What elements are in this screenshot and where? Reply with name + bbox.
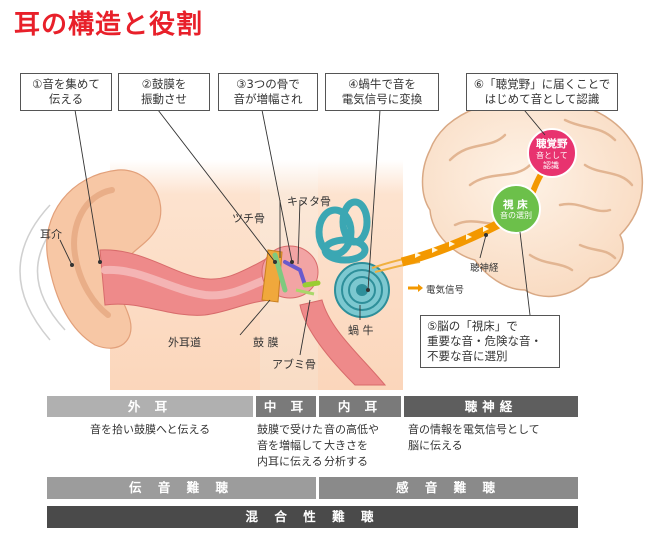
section-desc-inner-ear: 音の高低や 大きさを 分析する [324,423,379,468]
bar-sensorineural-hearing-loss: 感 音 難 聴 [319,477,578,499]
semicircular-canals [315,198,371,264]
leader-lines [59,104,546,356]
section-desc-outer-ear: 音を拾い鼓膜へと伝える [90,423,211,436]
thalamus-circle [491,184,541,234]
auditory-cortex-sub1: 音として [536,151,568,160]
callout-amplify-bones: ③3つの骨で 音が増幅され [218,73,318,111]
label-malleus: ツチ骨 [232,212,265,225]
section-desc-auditory-nerve: 音の情報を電気信号として 脳に伝える [408,423,540,452]
label-auditory-nerve: 聴神経 [470,263,499,274]
callout-collect-sound: ①音を集めて 伝える [20,73,112,111]
bar-mixed-hearing-loss: 混 合 性 難 聴 [47,506,578,528]
label-cochlea: 蝸 牛 [348,324,374,337]
stapes-shape [302,280,321,288]
label-incus: キヌタ骨 [287,195,331,208]
section-header-middle-ear: 中 耳 [256,396,316,417]
incus-shape [283,260,307,287]
label-auricle: 耳介 [40,228,62,241]
callout-vibrate-eardrum: ②鼓膜を 振動させ [118,73,210,111]
cochlea-shape [334,262,390,318]
section-header-inner-ear: 内 耳 [319,396,401,417]
thalamus-title: 視 床 [503,199,528,211]
label-electric-signal: 電気信号 [426,285,465,296]
page-title: 耳の構造と役割 [14,10,204,40]
auditory-cortex-sub2: 認識 [543,161,559,170]
eustachian-tube-shape [299,299,387,386]
auditory-cortex-circle [527,128,577,178]
section-header-auditory-nerve: 聴神経 [404,396,578,417]
label-eardrum: 鼓 膜 [253,336,279,349]
callout-auditory-cortex: ⑥「聴覚野」に届くことで はじめて音として認識 [466,73,618,111]
bar-conductive-hearing-loss: 伝 音 難 聴 [47,477,316,499]
label-ear-canal: 外耳道 [168,336,201,349]
label-stapes: アブミ骨 [272,358,316,371]
callout-thalamus: ⑤脳の「視床」で 重要な音・危険な音・ 不要な音に選別 [420,315,560,368]
callout-cochlea-convert: ④蝸牛で音を 電気信号に変換 [325,73,439,111]
malleus-shape [272,252,288,293]
section-header-outer-ear: 外 耳 [47,396,253,417]
thalamus-subtitle: 音の選別 [500,211,532,220]
auditory-cortex-title: 聴覚野 [536,138,568,150]
section-desc-middle-ear: 鼓膜で受けた 音を増幅して 内耳に伝える [257,423,323,468]
signal-legend-arrow [418,284,423,292]
